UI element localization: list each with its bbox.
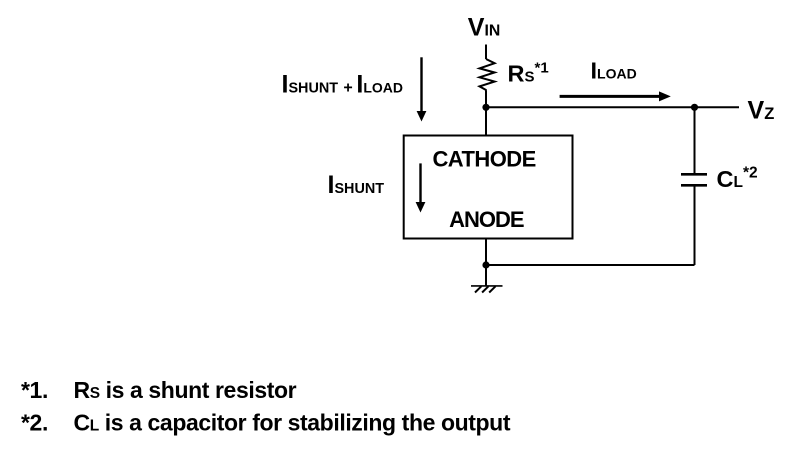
svg-text:VIN: VIN [468, 14, 501, 42]
svg-text:+: + [343, 80, 352, 97]
svg-text:CL*2: CL*2 [717, 165, 758, 193]
svg-text:ISHUNT: ISHUNT [282, 71, 339, 99]
svg-text:*1.: *1. [21, 377, 48, 403]
svg-text:RS*1: RS*1 [508, 60, 549, 87]
svg-text:ILOAD: ILOAD [356, 71, 403, 99]
svg-text:*2.: *2. [21, 410, 48, 436]
svg-text:RS is a shunt resistor: RS is a shunt resistor [74, 377, 297, 403]
svg-text:VZ: VZ [748, 96, 775, 124]
svg-text:ANODE: ANODE [449, 207, 524, 232]
svg-text:CL is a capacitor for stabiliz: CL is a capacitor for stabilizing the ou… [74, 410, 511, 436]
svg-text:CATHODE: CATHODE [432, 147, 535, 172]
svg-text:ILOAD: ILOAD [591, 57, 637, 83]
svg-text:ISHUNT: ISHUNT [328, 171, 385, 199]
